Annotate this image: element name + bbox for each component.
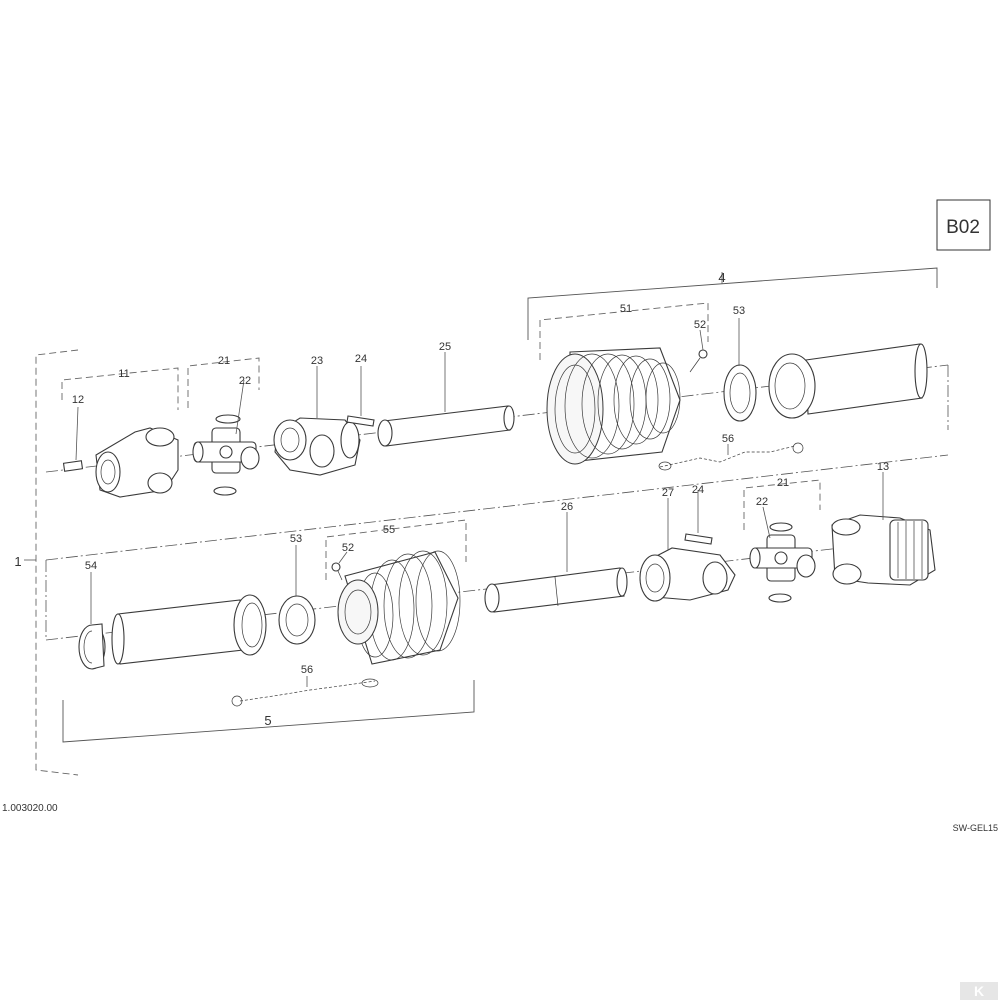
callout-22-upper: 22: [239, 375, 251, 387]
bracket-half-4: 4: [527, 267, 938, 340]
callout-55: 55: [383, 524, 395, 536]
tube-25: 25: [377, 341, 515, 447]
outer-yoke-11: [95, 427, 179, 498]
callout-56-upper: 56: [722, 433, 734, 445]
tube-26: 26: [484, 501, 628, 613]
spring-pin-24-upper: 24: [346, 353, 375, 427]
guard-51: [546, 347, 681, 465]
bracket-11: 11: [61, 367, 179, 410]
inner-yoke-23: 23: [273, 355, 361, 476]
callout-24-upper: 24: [355, 353, 367, 365]
grease-nipple-12: 12: [62, 394, 84, 472]
spring-pin-24-lower: 24: [684, 484, 713, 545]
callout-11: 11: [118, 368, 129, 380]
chain-56-lower: 56: [231, 664, 379, 707]
callout-13: 13: [877, 461, 889, 473]
callout-12: 12: [72, 394, 84, 406]
outer-yoke-13: 13: [831, 461, 936, 586]
cross-kit-upper: 22: [192, 375, 260, 496]
callout-53-lower: 53: [290, 533, 302, 545]
bracket-21-lower: 21: [743, 477, 821, 530]
callout-5: 5: [264, 713, 271, 728]
callout-21-upper: 21: [218, 355, 230, 367]
callout-52-lower: 52: [342, 542, 354, 554]
callout-21-lower: 21: [777, 477, 789, 489]
screw-52-lower: 52: [331, 542, 354, 581]
callout-53-upper: 53: [733, 305, 745, 317]
outer-tube-lower: [111, 594, 267, 665]
outer-tube-upper: [768, 343, 928, 419]
callout-56-lower: 56: [301, 664, 313, 676]
guard-55: [337, 550, 461, 665]
callout-51: 51: [620, 303, 632, 315]
callout-27: 27: [662, 487, 674, 499]
end-cap-54: 54: [78, 560, 106, 670]
callout-24-lower: 24: [692, 484, 704, 496]
callout-26: 26: [561, 501, 573, 513]
page-badge-label: B02: [946, 217, 980, 238]
cross-kit-lower: 22: [749, 496, 816, 603]
logo-letter: K: [974, 983, 984, 999]
chain-56-upper: 56: [658, 433, 804, 471]
callout-22-lower: 22: [756, 496, 768, 508]
page-badge: B02: [936, 199, 991, 251]
bracket-half-5: 5: [62, 680, 475, 743]
callout-54: 54: [85, 560, 97, 572]
drawing-number: 1.003020.00: [2, 803, 58, 814]
callout-23: 23: [311, 355, 323, 367]
callout-52-upper: 52: [694, 319, 706, 331]
bracket-21-upper: 21: [187, 355, 260, 408]
callout-1: 1: [14, 554, 21, 569]
bearing-ring-53-upper: 53: [723, 305, 757, 422]
bearing-ring-53-lower: 53: [278, 533, 316, 645]
callout-4: 4: [718, 270, 725, 285]
screw-52-upper: 52: [689, 319, 708, 373]
logo-watermark: K: [960, 982, 998, 1000]
bracket-51: 51: [539, 302, 709, 360]
bracket-55: 55: [325, 519, 467, 580]
inner-yoke-27: 27: [639, 487, 736, 602]
callout-25: 25: [439, 341, 451, 353]
assembly-bracket: 1: [14, 349, 79, 776]
drawing-code: SW-GEL15: [953, 823, 998, 833]
